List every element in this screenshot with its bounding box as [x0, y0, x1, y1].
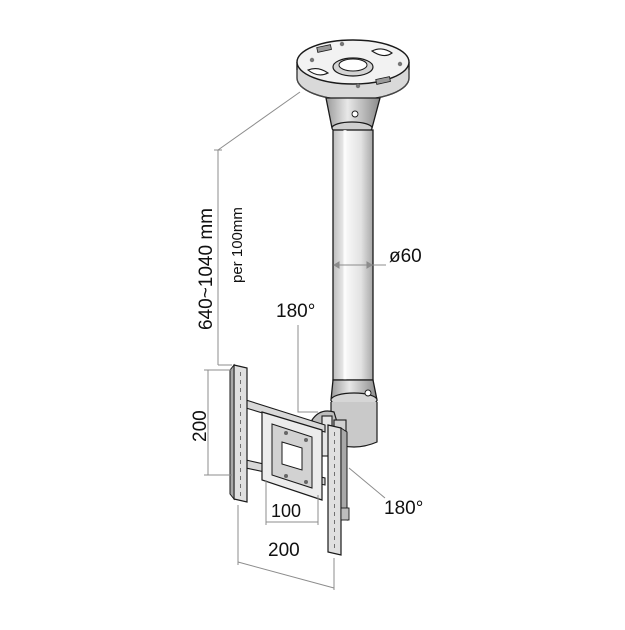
dimension-swivel-bottom: [348, 467, 386, 499]
dimension-height-range: [214, 91, 301, 366]
swivel-bottom-label: 180°: [384, 498, 423, 519]
upper-collar: [325, 97, 381, 135]
dimension-vesa-inner-width: [265, 480, 319, 525]
height-step-label: per 100mm: [229, 207, 246, 283]
height-range-label: 640~1040 mm: [196, 208, 217, 330]
dimension-vesa-outer-width: [237, 505, 335, 590]
dimension-vesa-height: [204, 369, 232, 476]
dimension-tube-diameter: [333, 261, 386, 269]
vesa-bracket: [229, 363, 350, 556]
vesa-outer-width-label: 200: [268, 540, 300, 561]
vesa-height-label: 200: [190, 410, 211, 442]
swivel-top-label: 180°: [276, 301, 315, 322]
tube-diameter-label: ø60: [389, 246, 422, 267]
extension-tube: [332, 129, 374, 381]
vesa-inner-width-label: 100: [271, 501, 301, 521]
dimension-swivel-top: [297, 325, 318, 413]
ceiling-plate: [296, 39, 410, 101]
